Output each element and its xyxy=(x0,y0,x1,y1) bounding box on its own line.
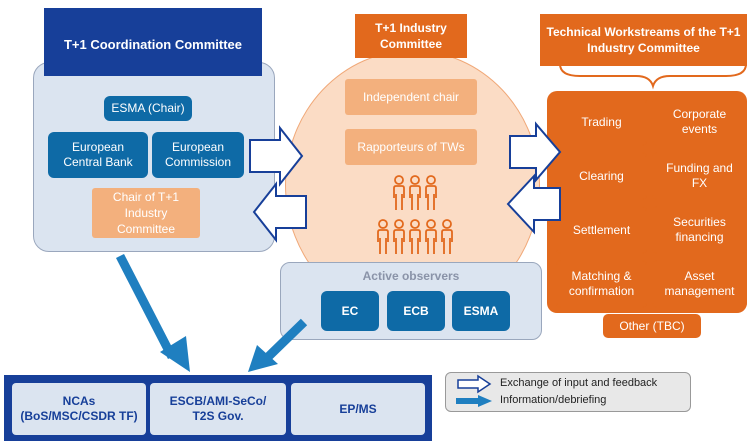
ws-trading: Trading xyxy=(556,98,647,146)
legend xyxy=(445,372,691,412)
person-icon xyxy=(425,219,437,254)
ws-other: Other (TBC) xyxy=(603,314,701,338)
ws-funding-fx: Funding and FX xyxy=(652,152,747,200)
industry-header: T+1 Industry Committee xyxy=(355,14,467,58)
ws-corporate-events: Corporate events xyxy=(652,98,747,146)
legend-exchange-icon xyxy=(457,374,492,394)
info-arrow-coord-head xyxy=(160,336,190,372)
ws-asset-management: Asset management xyxy=(652,260,747,308)
ncas-box: NCAs (BoS/MSC/CSDR TF) xyxy=(12,383,146,435)
person-icon xyxy=(441,219,453,254)
workstreams-header: Technical Workstreams of the T+1 Industr… xyxy=(540,14,747,66)
ecb-box: European Central Bank xyxy=(48,132,148,178)
arrow-right-coord-industry xyxy=(249,125,304,187)
legend-exchange-label: Exchange of input and feedback xyxy=(500,377,658,389)
observer-ecb: ECB xyxy=(387,291,445,331)
person-icon xyxy=(377,219,389,254)
person-icon xyxy=(409,175,421,210)
arrow-right-industry-ws xyxy=(509,121,562,183)
info-arrow-obs-shaft xyxy=(264,318,308,361)
epms-box: EP/MS xyxy=(291,383,425,435)
observers-label: Active observers xyxy=(362,269,460,283)
escb-box: ESCB/AMI-SeCo/ T2S Gov. xyxy=(150,383,286,435)
legend-info-icon-head xyxy=(478,395,492,407)
ec-box: European Commission xyxy=(152,132,244,178)
arrow-left-ws-industry xyxy=(506,173,561,235)
esma-chair-box: ESMA (Chair) xyxy=(104,96,192,121)
arrow-left-industry-coord xyxy=(252,181,307,243)
person-icon xyxy=(425,175,437,210)
legend-info-label: Information/debriefing xyxy=(500,394,607,406)
workstreams-brace xyxy=(559,63,747,90)
observer-ec: EC xyxy=(321,291,379,331)
info-arrow-obs-head xyxy=(248,345,278,372)
rapporteurs-box: Rapporteurs of TWs xyxy=(345,129,477,165)
ws-matching: Matching & confirmation xyxy=(556,260,647,308)
chair-t1-box: Chair of T+1 Industry Committee xyxy=(92,188,200,238)
person-icon xyxy=(409,219,421,254)
info-arrow-coord-shaft xyxy=(115,253,177,360)
person-icon xyxy=(393,219,405,254)
people-icon xyxy=(370,173,460,263)
person-icon xyxy=(393,175,405,210)
independent-chair-box: Independent chair xyxy=(345,79,477,115)
coordination-header: T+1 Coordination Committee xyxy=(44,8,262,76)
observer-esma: ESMA xyxy=(452,291,510,331)
ws-securities-financing: Securities financing xyxy=(652,206,747,254)
ws-settlement: Settlement xyxy=(556,206,647,254)
ws-clearing: Clearing xyxy=(556,152,647,200)
